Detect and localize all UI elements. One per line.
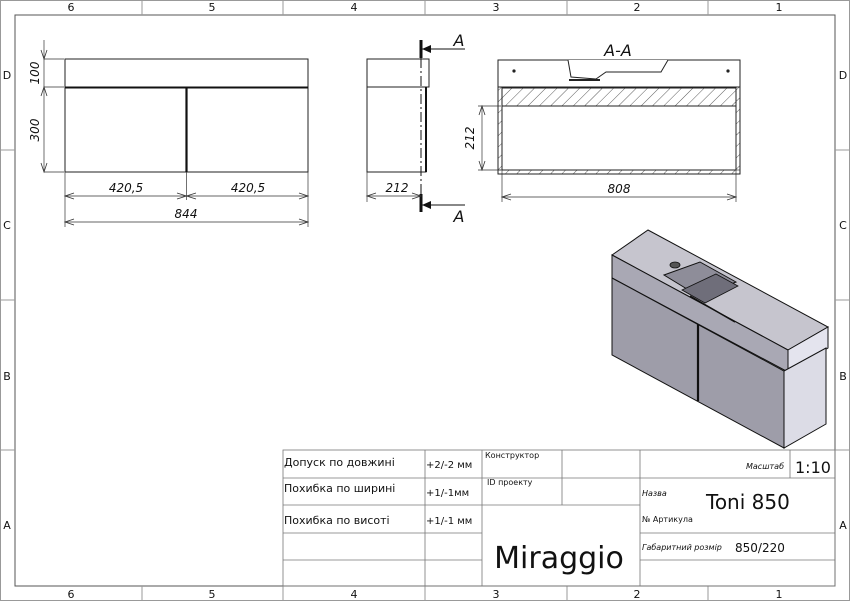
scale-value: 1:10 (795, 458, 831, 477)
name-label: Назва (642, 489, 667, 498)
zone-row-left-A: A (3, 519, 11, 532)
dim-left-width: 420,5 (109, 181, 143, 195)
zone-col-bottom-4: 4 (351, 588, 358, 601)
tolerance-length-value: +2/-2 мм (426, 460, 472, 471)
zone-col-bottom-2: 2 (634, 588, 641, 601)
zone-col-bottom-5: 5 (209, 588, 216, 601)
scale-label: Масштаб (746, 462, 784, 471)
dim-body-height: 300 (28, 118, 42, 141)
isometric-view (611, 229, 830, 449)
zone-row-left-B: B (3, 370, 11, 383)
tolerance-width-value: +1/-1мм (426, 488, 469, 499)
dim-section-height: 212 (463, 127, 477, 150)
title-block (282, 449, 836, 587)
tolerance-width-label: Похибка по ширині (284, 482, 395, 495)
zone-col-bottom-1: 1 (776, 588, 783, 601)
size-label: Габаритний розмір (642, 543, 722, 552)
zone-row-right-C: C (839, 219, 847, 232)
zone-row-right-A: A (839, 519, 847, 532)
dim-right-width: 420,5 (231, 181, 265, 195)
dim-section-width: 808 (608, 182, 631, 196)
zone-row-right-B: B (839, 370, 847, 383)
dim-total-width: 844 (175, 207, 198, 221)
tolerance-length-label: Допуск по довжині (284, 456, 395, 469)
zone-col-top-2: 2 (634, 1, 641, 14)
section-view (478, 59, 741, 202)
zone-col-bottom-3: 3 (493, 588, 500, 601)
article-label: № Артикула (642, 515, 693, 524)
zone-row-right-D: D (839, 69, 847, 82)
dim-depth: 212 (386, 181, 409, 195)
designer-label: Конструктор (485, 451, 539, 460)
front-view (40, 40, 310, 227)
dim-top-height: 100 (28, 61, 42, 84)
size-value: 850/220 (735, 541, 785, 555)
zone-row-left-C: C (3, 219, 11, 232)
tolerance-height-label: Похибка по висоті (284, 514, 390, 527)
side-view (365, 40, 465, 212)
name-value: Toni 850 (705, 490, 790, 514)
section-title: A-A (603, 41, 632, 60)
zone-col-top-6: 6 (68, 1, 75, 14)
tolerance-height-value: +1/-1 мм (426, 516, 472, 527)
project-id-label: ID проекту (487, 478, 533, 487)
section-mark-top: A (453, 31, 465, 50)
brand-logo: Miraggio (494, 541, 624, 576)
zone-col-top-4: 4 (351, 1, 358, 14)
zone-row-left-D: D (3, 69, 11, 82)
zone-col-bottom-6: 6 (68, 588, 75, 601)
section-mark-bottom: A (453, 207, 465, 226)
zone-col-top-3: 3 (493, 1, 500, 14)
zone-col-top-1: 1 (776, 1, 783, 14)
zone-col-top-5: 5 (209, 1, 216, 14)
